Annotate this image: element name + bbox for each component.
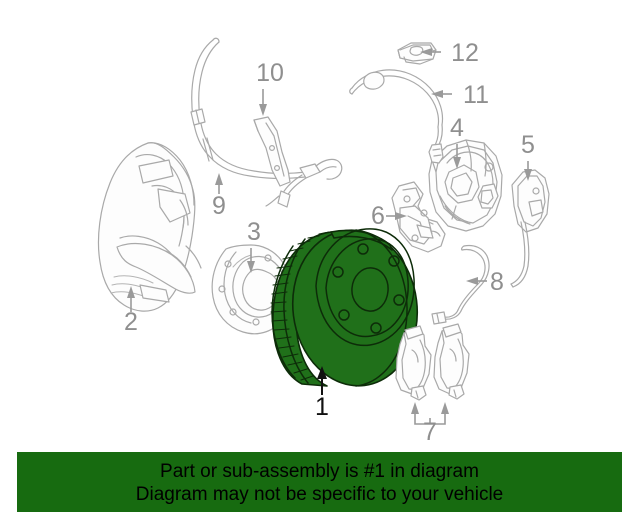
callout-11-label: 11 [463,81,489,109]
part-brake-hose-line[interactable] [190,37,343,208]
callout-10: 10 [256,59,284,116]
part-caliper-mounting-bracket[interactable] [391,181,446,253]
callout-5-label: 5 [521,131,535,159]
callout-3: 3 [247,218,261,273]
callout-4-label: 4 [450,114,464,142]
diagram-notice-banner: Part or sub-assembly is #1 in diagram Di… [17,452,622,512]
notice-line-1: Part or sub-assembly is #1 in diagram [160,461,479,482]
callout-7: 7 [411,402,449,446]
callout-2-label: 2 [124,308,138,336]
callout-7-label: 7 [423,418,437,446]
part-brake-pad-set[interactable] [395,323,470,401]
callout-10-label: 10 [256,59,284,87]
notice-line-2: Diagram may not be specific to your vehi… [135,484,504,505]
part-brake-pad-wear-sensor[interactable] [431,244,490,325]
callout-9: 9 [212,173,226,220]
callout-9-label: 9 [212,192,226,220]
callout-5: 5 [521,131,535,181]
part-brake-hose-bracket[interactable] [253,116,291,187]
callout-6-label: 6 [371,202,385,230]
callout-8-label: 8 [490,268,504,296]
part-caliper-retaining-bracket[interactable] [510,169,550,288]
callout-3-label: 3 [247,218,261,246]
callout-12: 12 [420,39,479,67]
part-brake-rotor-disc[interactable] [270,223,426,393]
callout-2: 2 [124,286,138,336]
callout-6: 6 [371,202,407,230]
part-brake-caliper-housing[interactable] [428,139,503,232]
callout-12-label: 12 [451,39,479,67]
part-abs-sensor-cable[interactable] [349,69,444,164]
callout-4: 4 [450,114,464,169]
callout-1: 1 [315,366,329,421]
callout-11: 11 [431,81,489,109]
part-cable-retaining-clip[interactable] [397,42,437,65]
callout-1-label: 1 [315,393,329,421]
part-brake-dust-shield[interactable] [97,142,202,312]
callout-8: 8 [466,268,504,296]
